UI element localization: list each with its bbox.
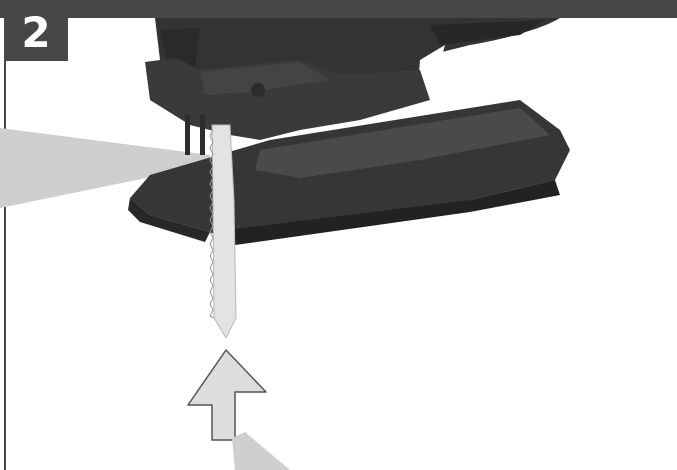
handle-detail bbox=[418, 45, 445, 85]
guide-rod-right bbox=[200, 115, 205, 155]
frame-left-border bbox=[4, 60, 6, 470]
callout-wedge-bottom bbox=[232, 432, 290, 470]
step-number-badge: 2 bbox=[4, 5, 68, 61]
guide-rod-left bbox=[185, 115, 190, 155]
screw-detail bbox=[251, 83, 265, 97]
mid-body-highlight bbox=[200, 62, 330, 95]
base-shoe-top bbox=[255, 108, 550, 178]
header-bar bbox=[0, 0, 677, 18]
callout-wedge-left bbox=[0, 128, 210, 208]
handle-ridge bbox=[430, 20, 545, 45]
saw-blade-teeth bbox=[209, 129, 215, 319]
base-shoe-edge bbox=[210, 180, 560, 245]
base-shoe-left-end bbox=[128, 198, 210, 242]
saw-blade bbox=[211, 124, 237, 340]
saw-blade-icon bbox=[209, 124, 237, 340]
arrow-up-icon bbox=[187, 349, 267, 441]
jigsaw-icon bbox=[128, 18, 570, 245]
